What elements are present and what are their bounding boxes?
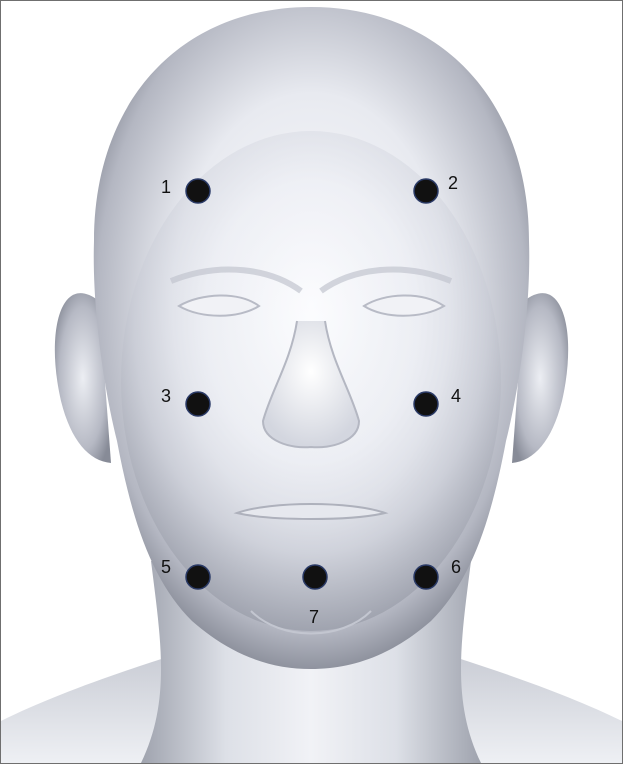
marker-7 — [303, 565, 327, 589]
marker-4 — [414, 392, 438, 416]
marker-3 — [186, 392, 210, 416]
marker-label-2: 2 — [448, 173, 458, 193]
marker-6 — [414, 565, 438, 589]
marker-5 — [186, 565, 210, 589]
marker-label-1: 1 — [161, 177, 171, 197]
marker-label-4: 4 — [451, 386, 461, 406]
marker-1 — [186, 179, 210, 203]
marker-label-3: 3 — [161, 386, 171, 406]
marker-2 — [414, 179, 438, 203]
marker-label-7: 7 — [309, 607, 319, 627]
marker-label-5: 5 — [161, 557, 171, 577]
marker-label-6: 6 — [451, 557, 461, 577]
